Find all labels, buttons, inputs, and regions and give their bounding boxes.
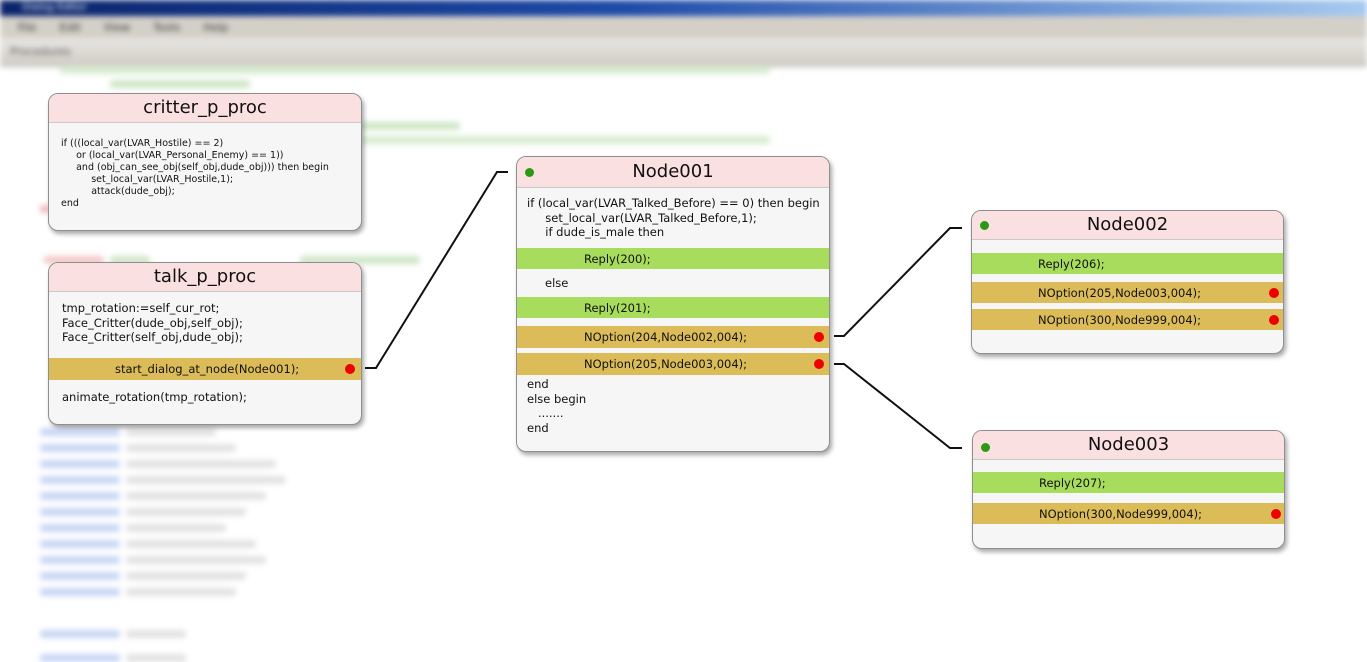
node001-header[interactable]: Node001: [517, 157, 829, 188]
node001-title: Node001: [632, 161, 714, 182]
node001-option-204[interactable]: NOption(204,Node002,004);: [517, 326, 829, 348]
start-dialog-exit-dot[interactable]: [345, 364, 355, 374]
menu-view[interactable]: View: [103, 21, 131, 34]
start-dialog-row[interactable]: start_dialog_at_node(Node001);: [49, 358, 361, 380]
node001-option-205[interactable]: NOption(205,Node003,004);: [517, 353, 829, 375]
node001-option-205-exit-dot[interactable]: [814, 359, 824, 369]
node001[interactable]: Node001 if (local_var(LVAR_Talked_Before…: [516, 156, 830, 452]
node003-option-300-label: NOption(300,Node999,004);: [1039, 507, 1203, 521]
menu-file[interactable]: File: [18, 21, 37, 34]
node002-option-205[interactable]: NOption(205,Node003,004);: [972, 282, 1283, 303]
node003-reply-207[interactable]: Reply(207);: [973, 472, 1284, 493]
node003-header[interactable]: Node003: [973, 431, 1284, 460]
menu-bar: File Edit View Tools Help: [0, 16, 1367, 38]
node003-entry-dot[interactable]: [981, 443, 990, 452]
link-talk-to-node001: [365, 171, 508, 369]
node001-option-205-label: NOption(205,Node003,004);: [584, 357, 748, 371]
toolbar: Procedures: [0, 38, 1367, 67]
node003-option-300[interactable]: NOption(300,Node999,004);: [973, 503, 1284, 524]
node001-reply-201[interactable]: Reply(201);: [517, 297, 829, 318]
window-titlebar: Dialog Editor: [0, 0, 1367, 16]
node002-reply-206[interactable]: Reply(206);: [972, 253, 1283, 274]
node002-title: Node002: [1086, 214, 1169, 235]
node001-option-204-exit-dot[interactable]: [814, 332, 824, 342]
node002-option-300-exit-dot[interactable]: [1269, 315, 1279, 325]
menu-tools[interactable]: Tools: [153, 21, 181, 34]
node002-header[interactable]: Node002: [972, 211, 1283, 240]
node001-option-204-label: NOption(204,Node002,004);: [584, 330, 748, 344]
window-title: Dialog Editor: [22, 2, 87, 13]
node001-entry-dot[interactable]: [525, 168, 534, 177]
toolbar-label: Procedures: [10, 45, 71, 58]
start-dialog-label: start_dialog_at_node(Node001);: [115, 362, 300, 376]
node002-reply-206-label: Reply(206);: [1038, 257, 1105, 271]
critter-proc-title: critter_p_proc: [143, 97, 267, 118]
critter-proc-node[interactable]: critter_p_proc if (((local_var(LVAR_Host…: [48, 93, 362, 231]
critter-proc-header[interactable]: critter_p_proc: [49, 94, 361, 123]
talk-proc-header[interactable]: talk_p_proc: [49, 263, 361, 292]
link-node001-to-node003: [834, 363, 962, 449]
node003-title: Node003: [1087, 434, 1170, 455]
talk-proc-title: talk_p_proc: [153, 266, 257, 287]
talk-proc-node[interactable]: talk_p_proc tmp_rotation:=self_cur_rot; …: [48, 262, 362, 425]
menu-edit[interactable]: Edit: [59, 21, 81, 34]
node001-code-top: if (local_var(LVAR_Talked_Before) == 0) …: [527, 196, 820, 239]
node001-reply-200-label: Reply(200);: [584, 252, 651, 266]
node002[interactable]: Node002 Reply(206); NOption(205,Node003,…: [971, 210, 1284, 354]
node001-reply-201-label: Reply(201);: [584, 301, 651, 315]
node002-option-205-label: NOption(205,Node003,004);: [1038, 286, 1202, 300]
node001-code-bottom: end else begin ....... end: [527, 377, 587, 435]
node002-option-205-exit-dot[interactable]: [1269, 288, 1279, 298]
talk-proc-code-bottom: animate_rotation(tmp_rotation);: [62, 390, 247, 404]
node002-entry-dot[interactable]: [980, 221, 989, 230]
node001-else: else: [545, 276, 569, 290]
node003-reply-207-label: Reply(207);: [1039, 476, 1106, 490]
node002-option-300[interactable]: NOption(300,Node999,004);: [972, 309, 1283, 330]
talk-proc-code-top: tmp_rotation:=self_cur_rot; Face_Critter…: [62, 301, 243, 344]
node001-reply-200[interactable]: Reply(200);: [517, 248, 829, 269]
critter-proc-code: if (((local_var(LVAR_Hostile) == 2) or (…: [61, 138, 329, 209]
node003[interactable]: Node003 Reply(207); NOption(300,Node999,…: [972, 430, 1285, 549]
node003-option-300-exit-dot[interactable]: [1271, 509, 1281, 519]
link-node001-to-node002: [834, 227, 962, 337]
node002-option-300-label: NOption(300,Node999,004);: [1038, 313, 1202, 327]
menu-help[interactable]: Help: [203, 21, 229, 34]
